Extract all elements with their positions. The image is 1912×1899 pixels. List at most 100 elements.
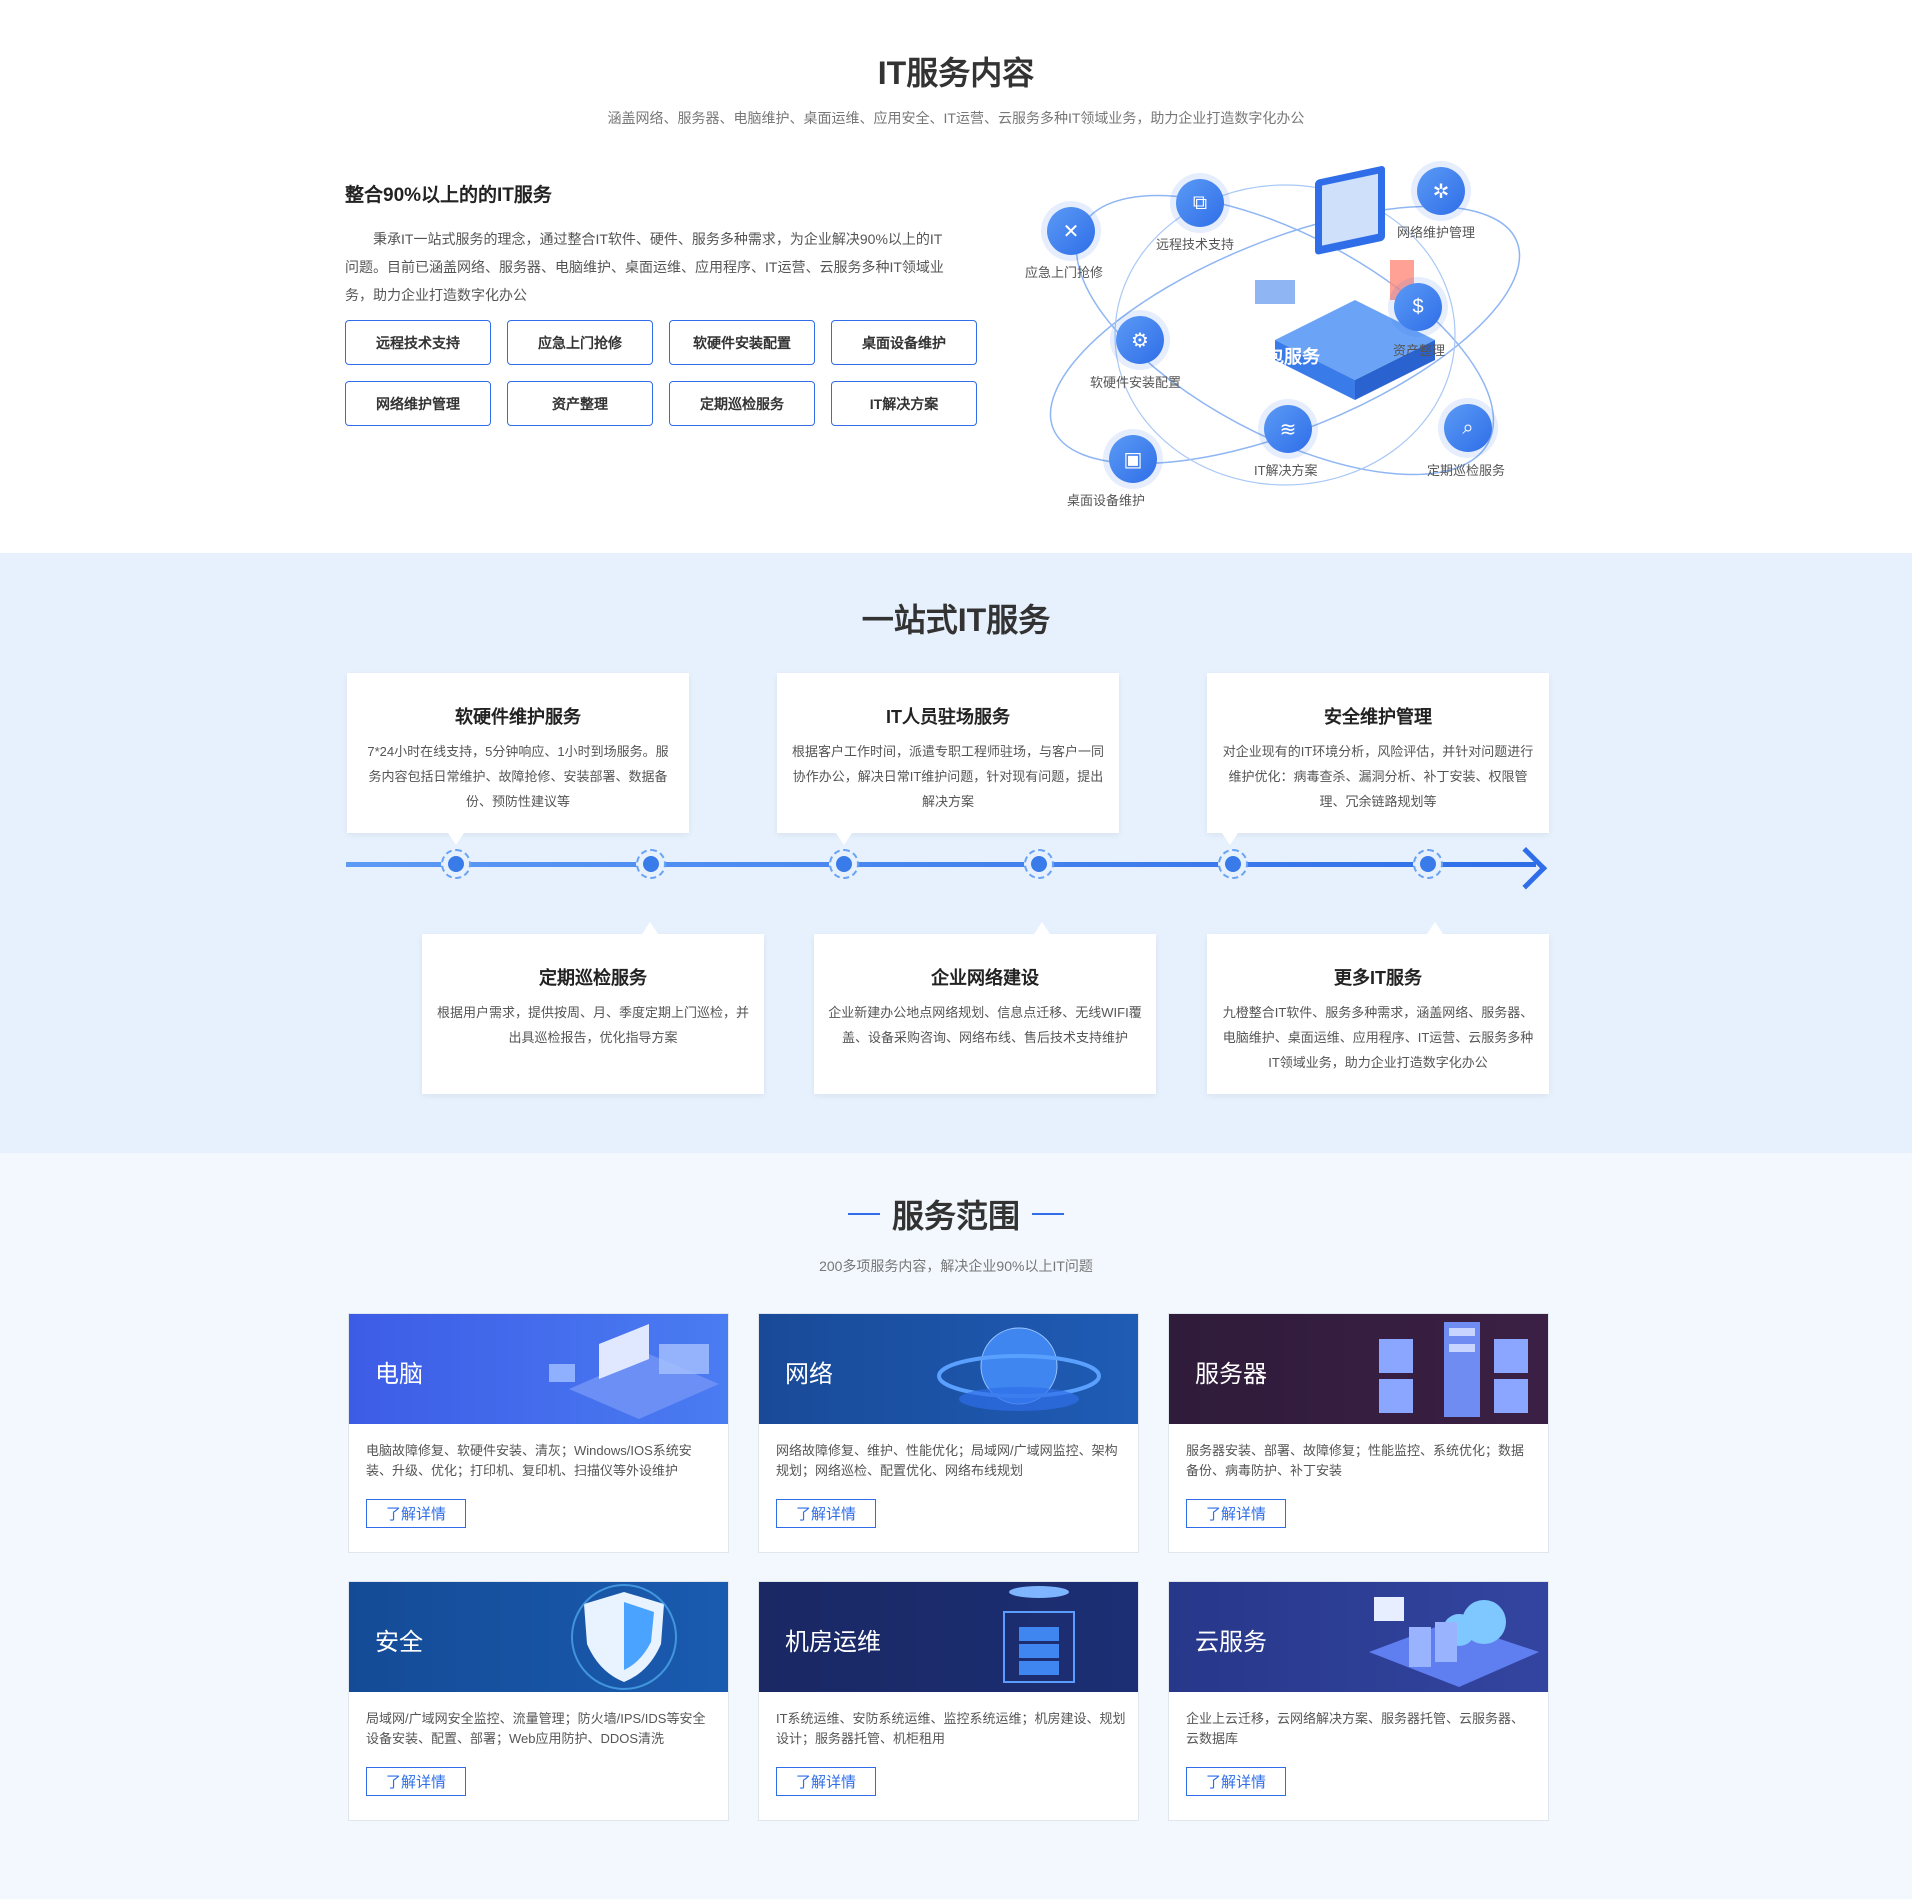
service-banner: 安全 xyxy=(349,1582,728,1692)
timeline-dot xyxy=(1024,849,1054,879)
service-description: 网络故障修复、维护、性能优化；局域网/广域网监控、架构规划；网络巡检、配置优化、… xyxy=(776,1443,1118,1478)
service-button-grid: 远程技术支持 应急上门抢修 软硬件安装配置 桌面设备维护 网络维护管理 资产整理… xyxy=(345,320,985,426)
laptop-illustration xyxy=(549,1324,719,1419)
section-title-wrap: 服务范围 xyxy=(0,1191,1912,1237)
card-pointer xyxy=(642,922,658,934)
card-text: 根据用户需求，提供按周、月、季度定期上门巡检，并出具巡检报告，优化指导方案 xyxy=(436,1005,749,1045)
service-banner: 服务器 xyxy=(1169,1314,1548,1424)
gear-icon: ⚙ xyxy=(1116,316,1164,364)
service-name: 云服务 xyxy=(1195,1629,1267,1656)
timeline-dot xyxy=(441,849,471,879)
service-scope-section: 服务范围 200多项服务内容，解决企业90%以上IT问题 电脑 电脑故障修复、软… xyxy=(0,1153,1912,1899)
learn-more-button[interactable]: 了解详情 xyxy=(1186,1767,1286,1796)
timeline-line xyxy=(346,862,1536,867)
service-button[interactable]: 定期巡检服务 xyxy=(669,381,815,426)
timeline-dot xyxy=(1413,849,1443,879)
learn-more-button[interactable]: 了解详情 xyxy=(1186,1499,1286,1528)
card-text: 7*24小时在线支持，5分钟响应、1小时到场服务。服务内容包括日常维护、故障抢修… xyxy=(367,744,669,809)
intro-heading: 整合90%以上的的IT服务 xyxy=(345,185,552,206)
timeline-card-top: 软硬件维护服务 7*24小时在线支持，5分钟响应、1小时到场服务。服务内容包括日… xyxy=(347,673,689,845)
card-text: 九橙整合IT软件、服务多种需求，涵盖网络、服务器、电脑维护、桌面运维、应用程序、… xyxy=(1222,1005,1534,1070)
service-banner: 电脑 xyxy=(349,1314,728,1424)
service-name: 电脑 xyxy=(375,1361,423,1388)
card-title: 企业网络建设 xyxy=(931,968,1039,988)
service-button[interactable]: 网络维护管理 xyxy=(345,381,491,426)
timeline-card-top: 安全维护管理 对企业现有的IT环境分析，风险评估，并针对问题进行维护优化：病毒查… xyxy=(1207,673,1549,845)
service-card-computer: 电脑 电脑故障修复、软硬件安装、清灰；Windows/IOS系统安装、升级、优化… xyxy=(348,1313,729,1553)
one-stop-service-section: 一站式IT服务 软硬件维护服务 7*24小时在线支持，5分钟响应、1小时到场服务… xyxy=(0,553,1912,1153)
service-description: 服务器安装、部署、故障修复；性能监控、系统优化；数据备份、病毒防护、补丁安装 xyxy=(1186,1443,1525,1478)
section-title: 服务范围 xyxy=(847,1191,1065,1237)
service-button[interactable]: 软硬件安装配置 xyxy=(669,320,815,365)
intro-description: 秉承IT一站式服务的理念，通过整合IT软件、硬件、服务多种需求，为企业解决90%… xyxy=(345,231,944,303)
service-description: 局域网/广域网安全监控、流量管理；防火墙/IPS/IDS等安全设备安装、配置、部… xyxy=(366,1711,706,1746)
service-description: IT系统运维、安防系统运维、监控系统运维；机房建设、规划设计；服务器托管、机柜租… xyxy=(776,1711,1126,1746)
globe-illustration xyxy=(937,1327,1101,1411)
card-title: 安全维护管理 xyxy=(1324,707,1432,727)
service-button[interactable]: 远程技术支持 xyxy=(345,320,491,365)
datacenter-illustration xyxy=(1003,1586,1075,1683)
timeline-dot xyxy=(829,849,859,879)
card-title: 更多IT服务 xyxy=(1334,968,1422,988)
network-icon: ✲ xyxy=(1417,167,1465,215)
card-text: 对企业现有的IT环境分析，风险评估，并针对问题进行维护优化：病毒查杀、漏洞分析、… xyxy=(1222,744,1534,809)
section-subtitle: 涵盖网络、服务器、电脑维护、桌面运维、应用安全、IT运营、云服务多种IT领域业务… xyxy=(607,110,1305,126)
desktop-icon: ▣ xyxy=(1109,435,1157,483)
card-title: 软硬件维护服务 xyxy=(455,707,581,727)
service-banner: 网络 xyxy=(759,1314,1138,1424)
server-illustration xyxy=(1379,1322,1528,1417)
layers-icon: ≋ xyxy=(1264,405,1312,453)
card-pointer xyxy=(1222,833,1238,845)
timeline-card-top: IT人员驻场服务 根据客户工作时间，派遣专职工程师驻场，与客户一同协作办公，解决… xyxy=(777,673,1119,845)
timeline-dot xyxy=(1218,849,1248,879)
card-pointer xyxy=(1427,922,1443,934)
service-description: 企业上云迁移，云网络解决方案、服务器托管、云服务器、云数据库 xyxy=(1186,1711,1525,1746)
service-button[interactable]: 应急上门抢修 xyxy=(507,320,653,365)
tools-icon: ✕ xyxy=(1047,207,1095,255)
document-search-icon: ⌕ xyxy=(1444,404,1492,452)
timeline-dot xyxy=(636,849,666,879)
card-pointer xyxy=(836,833,852,845)
shield-illustration xyxy=(571,1584,677,1690)
card-text: 根据客户工作时间，派遣专职工程师驻场，与客户一同协作办公，解决日常IT维护问题，… xyxy=(791,744,1104,809)
service-name: 网络 xyxy=(785,1361,833,1388)
service-description: 电脑故障修复、软硬件安装、清灰；Windows/IOS系统安装、升级、优化；打印… xyxy=(366,1443,692,1478)
service-banner: 云服务 xyxy=(1169,1582,1548,1692)
cloud-illustration xyxy=(1369,1597,1539,1687)
intro-block: 整合90%以上的的IT服务 秉承IT一站式服务的理念，通过整合IT软件、硬件、服… xyxy=(345,180,985,309)
service-name: 机房运维 xyxy=(785,1629,881,1656)
learn-more-button[interactable]: 了解详情 xyxy=(366,1499,466,1528)
section-title: 一站式IT服务 xyxy=(861,602,1051,638)
learn-more-button[interactable]: 了解详情 xyxy=(776,1767,876,1796)
service-button[interactable]: 桌面设备维护 xyxy=(831,320,977,365)
it-service-content-section: IT服务内容 涵盖网络、服务器、电脑维护、桌面运维、应用安全、IT运营、云服务多… xyxy=(0,0,1912,553)
card-text: 企业新建办公地点网络规划、信息点迁移、无线WIFI覆盖、设备采购咨询、网络布线、… xyxy=(828,1005,1142,1045)
service-card-security: 安全 局域网/广域网安全监控、流量管理；防火墙/IPS/IDS等安全设备安装、配… xyxy=(348,1581,729,1821)
card-title: 定期巡检服务 xyxy=(539,968,647,988)
service-button[interactable]: IT解决方案 xyxy=(831,381,977,426)
timeline xyxy=(346,847,1550,890)
service-name: 安全 xyxy=(375,1629,423,1656)
it-outsourcing-diagram: IT外包服务 ✕ 应急上门抢修 ⧉ 远程技术支持 ✲ 网络维护管理 $ 资产整理… xyxy=(1010,150,1550,520)
service-button[interactable]: 资产整理 xyxy=(507,381,653,426)
card-title: IT人员驻场服务 xyxy=(886,707,1010,727)
service-card-cloud: 云服务 企业上云迁移，云网络解决方案、服务器托管、云服务器、云数据库 了解详情 xyxy=(1168,1581,1549,1821)
learn-more-button[interactable]: 了解详情 xyxy=(366,1767,466,1796)
card-pointer xyxy=(1034,922,1050,934)
arrow-right-icon xyxy=(1504,847,1548,890)
service-card-server: 服务器 服务器安装、部署、故障修复；性能监控、系统优化；数据备份、病毒防护、补丁… xyxy=(1168,1313,1549,1553)
section-subtitle: 200多项服务内容，解决企业90%以上IT问题 xyxy=(819,1258,1093,1274)
dollar-icon: $ xyxy=(1394,283,1442,331)
service-name: 服务器 xyxy=(1195,1361,1267,1388)
timeline-card-bottom: 企业网络建设 企业新建办公地点网络规划、信息点迁移、无线WIFI覆盖、设备采购咨… xyxy=(814,922,1156,1094)
card-pointer xyxy=(448,833,464,845)
remote-icon: ⧉ xyxy=(1176,179,1224,227)
service-card-datacenter: 机房运维 IT系统运维、安防系统运维、监控系统运维；机房建设、规划设计；服务器托… xyxy=(758,1581,1139,1821)
timeline-card-bottom: 更多IT服务 九橙整合IT软件、服务多种需求，涵盖网络、服务器、电脑维护、桌面运… xyxy=(1207,922,1549,1094)
section-title: IT服务内容 xyxy=(877,55,1035,91)
service-banner: 机房运维 xyxy=(759,1582,1138,1692)
learn-more-button[interactable]: 了解详情 xyxy=(776,1499,876,1528)
diagram-center-label: IT外包服务 xyxy=(1232,347,1320,367)
service-card-network: 网络 网络故障修复、维护、性能优化；局域网/广域网监控、架构规划；网络巡检、配置… xyxy=(758,1313,1139,1553)
